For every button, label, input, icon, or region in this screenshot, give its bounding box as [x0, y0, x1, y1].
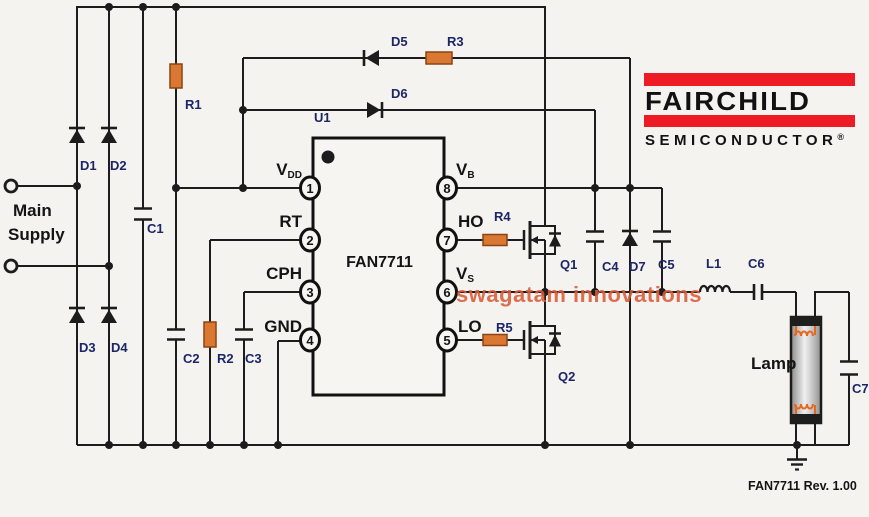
label-d4: D4: [111, 340, 128, 355]
r3-resistor: [425, 51, 453, 65]
label-lamp: Lamp: [751, 354, 797, 373]
pin-number-3: 3: [306, 285, 314, 300]
c1-capacitor: [134, 207, 152, 221]
label-c4: C4: [602, 259, 619, 274]
r2-resistor: [203, 321, 217, 348]
label-r4: R4: [494, 209, 511, 224]
supply-terminal-top: [3, 178, 19, 194]
label-c3: C3: [245, 351, 262, 366]
pin-number-1: 1: [306, 181, 314, 196]
logo-division-text: SEMICONDUCTOR®: [645, 132, 845, 149]
watermark-text: swagatam innovations: [456, 282, 702, 307]
label-q1: Q1: [560, 257, 578, 272]
pin-label-vb: VB: [456, 160, 475, 181]
main-supply-label-line1: Main: [13, 201, 52, 220]
d5-diode: [362, 50, 379, 66]
c4-capacitor: [586, 230, 604, 243]
lamp-cap-bottom: [791, 414, 821, 423]
r5-resistor: [482, 333, 508, 347]
label-c1: C1: [147, 221, 164, 236]
pin-label-cph: CPH: [266, 264, 302, 283]
label-r2: R2: [217, 351, 234, 366]
label-c6: C6: [748, 256, 765, 271]
c6-capacitor: [752, 284, 764, 300]
label-d6: D6: [391, 86, 408, 101]
c2-capacitor: [167, 328, 185, 341]
main-supply-terminals: [3, 178, 19, 274]
capacitors: [134, 207, 858, 376]
label-d2: D2: [110, 158, 127, 173]
label-r1: R1: [185, 97, 202, 112]
label-q2: Q2: [558, 369, 576, 384]
label-c2: C2: [183, 351, 200, 366]
lamp-tube: [789, 315, 823, 425]
lamp-filaments: [794, 326, 816, 414]
d3-diode: [69, 306, 85, 323]
label-d7: D7: [629, 259, 646, 274]
d2-diode: [101, 126, 117, 143]
label-d1: D1: [80, 158, 97, 173]
fairchild-logo: FAIRCHILD SEMICONDUCTOR®: [644, 73, 855, 148]
r1-resistor: [169, 63, 183, 89]
pin-label-vdd: VDD: [276, 160, 302, 181]
junction-dots: [73, 3, 801, 449]
logo-brand-text: FAIRCHILD: [645, 86, 812, 116]
pin-number-5: 5: [443, 333, 451, 348]
d6-diode: [367, 102, 384, 118]
label-r5: R5: [496, 320, 513, 335]
pin-number-8: 8: [443, 181, 451, 196]
label-c7: C7: [852, 381, 869, 396]
pin1-marker-dot: [321, 150, 335, 164]
lamp-cap-top: [791, 317, 821, 326]
ic-pin-circles: [299, 175, 458, 353]
label-r3: R3: [447, 34, 464, 49]
q1-mosfet: [522, 221, 561, 259]
ic-part-number: FAN7711: [346, 254, 413, 271]
supply-terminal-bottom: [3, 258, 19, 274]
label-c5: C5: [658, 257, 675, 272]
label-l1: L1: [706, 256, 722, 271]
pin-number-2: 2: [306, 233, 314, 248]
pin-label-gnd: GND: [264, 317, 302, 336]
c5-capacitor: [653, 230, 671, 243]
ic-body: [299, 136, 458, 397]
label-d5: D5: [391, 34, 408, 49]
c7-capacitor: [840, 360, 858, 376]
revision-text: FAN7711 Rev. 1.00: [748, 479, 857, 493]
label-u1: U1: [314, 110, 331, 125]
pin-label-vs: VS: [456, 264, 475, 285]
r4-resistor: [482, 233, 508, 247]
pin-label-rt: RT: [279, 212, 302, 231]
logo-bar-bottom: [644, 115, 855, 127]
main-supply-label-line2: Supply: [8, 225, 65, 244]
pin-number-4: 4: [306, 333, 314, 348]
pin-label-ho: HO: [458, 212, 484, 231]
label-d3: D3: [79, 340, 96, 355]
d1-diode: [69, 126, 85, 143]
d7-diode: [622, 229, 638, 246]
c3-capacitor: [235, 328, 253, 341]
q2-mosfet: [522, 321, 561, 359]
l1-inductor: [698, 284, 732, 293]
pin-number-7: 7: [443, 233, 451, 248]
d4-diode: [101, 306, 117, 323]
logo-bar-top: [644, 73, 855, 86]
pin-number-6: 6: [443, 285, 451, 300]
pin-label-lo: LO: [458, 317, 482, 336]
